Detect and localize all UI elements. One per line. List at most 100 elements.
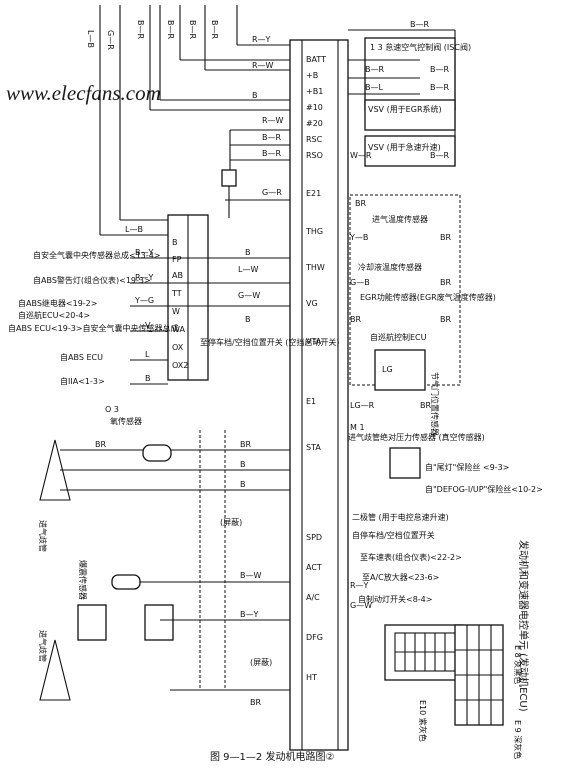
svg-text:SPD: SPD bbox=[306, 533, 322, 542]
svg-text:M 1: M 1 bbox=[350, 423, 365, 432]
svg-text:E1: E1 bbox=[306, 397, 316, 406]
svg-text:LG: LG bbox=[382, 365, 393, 374]
svg-text:B—Y: B—Y bbox=[135, 248, 153, 257]
svg-text:L—B: L—B bbox=[86, 30, 95, 48]
right-lower: M 1 进气歧管绝对压力传感器 (真空传感器) 自"尾灯"保险丝 <9-3> 自… bbox=[348, 423, 543, 610]
svg-text:B—R: B—R bbox=[262, 149, 281, 158]
svg-text:B—R: B—R bbox=[188, 20, 197, 39]
svg-text:B—R: B—R bbox=[430, 151, 449, 160]
svg-text:AB: AB bbox=[172, 271, 183, 280]
ecu-label: 发动机和变速器电控单元 (发动机ECU) bbox=[517, 540, 530, 712]
watermark: www.elecfans.com bbox=[6, 81, 161, 105]
o2-sensor-label: 氧传感器 bbox=[110, 416, 142, 426]
svg-text:VTA: VTA bbox=[306, 337, 322, 346]
svg-text:Y—G: Y—G bbox=[134, 296, 154, 305]
svg-text:RSC: RSC bbox=[306, 135, 323, 144]
svg-text:R—Y: R—Y bbox=[135, 273, 154, 282]
shields: (屏蔽) (屏蔽) BR bbox=[170, 430, 290, 707]
left-labels: 自安全气囊中央传感器总成<13-4> 自ABS警告灯(组合仪表)<19-3> 自… bbox=[8, 219, 290, 386]
isc-label: 1 3 怠速空气控制阀 (ISC阀) bbox=[370, 42, 471, 52]
svg-text:TT: TT bbox=[171, 289, 182, 298]
abs-warn-label: 自ABS警告灯(组合仪表)<19-3> bbox=[33, 275, 151, 285]
brake-switch-label: 自制动灯开关<8-4> bbox=[358, 594, 432, 604]
svg-text:#10: #10 bbox=[306, 103, 323, 112]
svg-text:B: B bbox=[245, 315, 251, 324]
tail-fuse-label: 自"尾灯"保险丝 <9-3> bbox=[425, 462, 509, 472]
svg-text:G—R: G—R bbox=[106, 30, 115, 50]
svg-text:B: B bbox=[172, 238, 178, 247]
svg-text:B—R: B—R bbox=[365, 65, 384, 74]
svg-text:THW: THW bbox=[305, 263, 325, 272]
abs-ecu-label: 自ABS ECU bbox=[60, 352, 103, 362]
svg-text:ACT: ACT bbox=[306, 563, 322, 572]
svg-text:Y—B: Y—B bbox=[349, 233, 368, 242]
diode-label: 二极管 (用于电控怠速升速) bbox=[352, 512, 449, 522]
svg-text:L—W: L—W bbox=[238, 265, 258, 274]
svg-text:+B1: +B1 bbox=[306, 87, 323, 96]
svg-text:RSO: RSO bbox=[306, 151, 323, 160]
svg-text:HT: HT bbox=[306, 673, 317, 682]
svg-text:(屏蔽): (屏蔽) bbox=[250, 657, 272, 667]
svg-text:BR: BR bbox=[355, 199, 366, 208]
svg-text:BR: BR bbox=[440, 278, 451, 287]
knock-sensor-area: 爆震传感器 B—W B—Y 进气歧管 bbox=[38, 560, 290, 701]
svg-text:L—B: L—B bbox=[125, 225, 143, 234]
e9-tag: E 9 深灰色 bbox=[513, 720, 523, 759]
svg-text:THG: THG bbox=[305, 227, 323, 236]
svg-text:B—Y: B—Y bbox=[240, 610, 258, 619]
ac-amp-label: 至A/C放大器<23-6> bbox=[362, 572, 439, 582]
svg-text:B—R: B—R bbox=[136, 20, 145, 39]
stop-switch-label: 至停车档/空挡位置开关 (空挡启动开关) bbox=[200, 337, 339, 347]
svg-text:STA: STA bbox=[306, 443, 321, 452]
iia-label: 自IIA<1-3> bbox=[60, 376, 105, 386]
svg-text:BR: BR bbox=[420, 401, 431, 410]
svg-text:R—W: R—W bbox=[252, 61, 274, 70]
abs-relay-label: 自ABS继电器<19-2> bbox=[18, 298, 97, 308]
svg-text:LG—R: LG—R bbox=[350, 401, 375, 410]
intake-temp-label: 进气温度传感器 bbox=[372, 214, 428, 224]
svg-text:BR: BR bbox=[240, 440, 251, 449]
svg-text:B: B bbox=[252, 91, 258, 100]
knock-label: 爆震传感器 bbox=[78, 560, 88, 600]
svg-text:B: B bbox=[245, 248, 251, 257]
egr-temp-label: EGR功能传感器(EGR废气温度传感器) bbox=[360, 292, 496, 302]
svg-text:B: B bbox=[145, 374, 151, 383]
map-label: 进气歧管绝对压力传感器 (真空传感器) bbox=[348, 432, 485, 442]
top-wires: L—B G—R B—R B—R B—R B—R bbox=[86, 5, 238, 235]
svg-text:B: B bbox=[240, 480, 246, 489]
svg-text:DFG: DFG bbox=[306, 633, 323, 642]
svg-text:E21: E21 bbox=[306, 189, 321, 198]
svg-text:(屏蔽): (屏蔽) bbox=[220, 517, 242, 527]
cruise-label: 自巡航ECU<20-4> bbox=[18, 310, 90, 320]
throttle-label: 节气门位置传感器 bbox=[430, 372, 440, 436]
svg-text:+B: +B bbox=[306, 71, 318, 80]
svg-text:W—R: W—R bbox=[350, 151, 372, 160]
svg-text:BR: BR bbox=[440, 315, 451, 324]
svg-text:V: V bbox=[145, 321, 151, 330]
defog-fuse-label: 自"DEFOG-I/UP"保险丝<10-2> bbox=[425, 484, 543, 494]
svg-text:B—L: B—L bbox=[365, 83, 383, 92]
e10-tag: E10 紫灰色 bbox=[418, 700, 428, 742]
svg-text:B—R: B—R bbox=[210, 20, 219, 39]
svg-text:进气歧管: 进气歧管 bbox=[38, 630, 48, 662]
svg-text:L: L bbox=[145, 350, 150, 359]
svg-text:R—W: R—W bbox=[262, 116, 284, 125]
svg-text:B: B bbox=[240, 460, 246, 469]
svg-text:R—Y: R—Y bbox=[350, 581, 369, 590]
park-switch-label: 自停车档/空档位置开关 bbox=[352, 530, 435, 540]
right-top-components: B—R 1 3 怠速空气控制阀 (ISC阀) B—RB—L B—RB—R VSV… bbox=[348, 20, 471, 167]
svg-text:BR: BR bbox=[95, 440, 106, 449]
vsv-egr-label: VSV (用于EGR系统) bbox=[368, 104, 442, 114]
svg-text:B—R: B—R bbox=[430, 65, 449, 74]
speedometer-label: 至车速表(组合仪表)<22-2> bbox=[360, 552, 462, 562]
airbag-label: 自安全气囊中央传感器总成<13-4> bbox=[33, 250, 161, 260]
figure-caption: 图 9—1—2 发动机电路图② bbox=[210, 750, 334, 763]
svg-text:A/C: A/C bbox=[306, 593, 320, 602]
svg-text:B—R: B—R bbox=[166, 20, 175, 39]
svg-text:进气歧管: 进气歧管 bbox=[38, 520, 48, 552]
